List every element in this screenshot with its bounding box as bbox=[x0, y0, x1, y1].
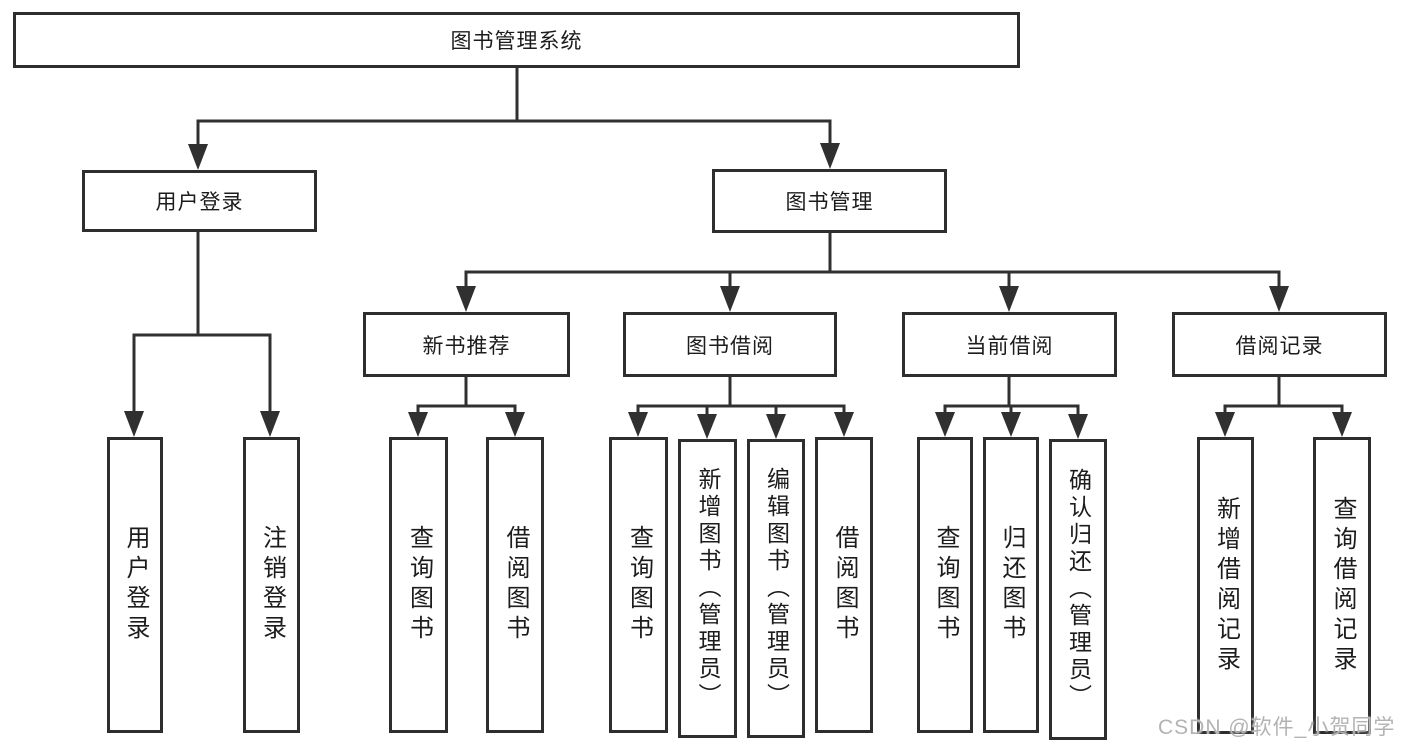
leaf-borrow-add-books-admin: 新增图书（管理员） bbox=[678, 439, 737, 738]
csdn-watermark: CSDN @软件_小贺同学 bbox=[1158, 716, 1396, 739]
leaf-label: 借阅图书 bbox=[502, 525, 529, 645]
leaf-borrow-borrow-books: 借阅图书 bbox=[815, 437, 873, 733]
leaf-recommend-borrow-books: 借阅图书 bbox=[486, 437, 544, 733]
leaf-label: 借阅图书 bbox=[831, 525, 858, 645]
connector-root bbox=[188, 68, 840, 170]
leaf-records-add-record: 新增借阅记录 bbox=[1197, 437, 1254, 734]
node-borrow-records: 借阅记录 bbox=[1172, 312, 1387, 377]
leaf-current-query-books: 查询图书 bbox=[917, 437, 973, 733]
leaf-label: 确认归还（管理员） bbox=[1065, 468, 1092, 711]
leaf-label: 用户登录 bbox=[122, 525, 149, 645]
leaf-label: 查询图书 bbox=[405, 525, 433, 645]
connector-new-book-recommend bbox=[408, 377, 525, 437]
connector-user-login bbox=[124, 232, 280, 437]
node-current-borrow: 当前借阅 bbox=[902, 312, 1117, 377]
leaf-recommend-query-books: 查询图书 bbox=[389, 437, 448, 733]
leaf-borrow-edit-books-admin: 编辑图书（管理员） bbox=[747, 439, 805, 738]
leaf-current-return-books: 归还图书 bbox=[983, 437, 1039, 733]
connector-borrow-records bbox=[1215, 377, 1352, 437]
connector-book-management bbox=[456, 233, 1289, 312]
leaf-label: 查询借阅记录 bbox=[1329, 495, 1356, 676]
node-book-borrow: 图书借阅 bbox=[623, 312, 837, 377]
node-book-management: 图书管理 bbox=[712, 169, 947, 233]
leaf-logout: 注销登录 bbox=[243, 437, 300, 733]
leaf-borrow-query-books: 查询图书 bbox=[609, 437, 668, 733]
leaf-label: 查询图书 bbox=[932, 525, 959, 645]
node-root: 图书管理系统 bbox=[13, 12, 1020, 68]
leaf-user-login: 用户登录 bbox=[107, 437, 163, 733]
leaf-label: 查询图书 bbox=[625, 525, 653, 645]
leaf-label: 编辑图书（管理员） bbox=[763, 467, 790, 710]
leaf-current-confirm-return-admin: 确认归还（管理员） bbox=[1049, 439, 1107, 740]
leaf-label: 归还图书 bbox=[998, 525, 1025, 645]
leaf-label: 新增借阅记录 bbox=[1212, 495, 1240, 676]
connector-current-borrow bbox=[935, 377, 1088, 439]
leaf-records-query-record: 查询借阅记录 bbox=[1313, 437, 1371, 734]
leaf-label: 新增图书（管理员） bbox=[695, 467, 721, 710]
node-user-login: 用户登录 bbox=[82, 170, 317, 232]
connector-book-borrow bbox=[628, 377, 854, 439]
leaf-label: 注销登录 bbox=[258, 525, 286, 645]
node-new-book-recommend: 新书推荐 bbox=[363, 312, 570, 377]
